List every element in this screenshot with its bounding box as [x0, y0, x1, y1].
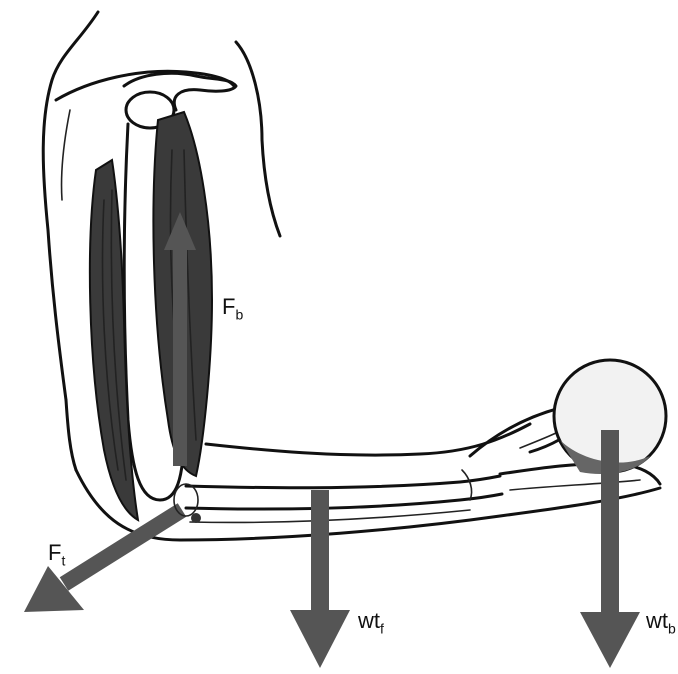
forearm-weight-label: wtf	[358, 608, 384, 636]
forearm-bones	[186, 476, 502, 523]
triceps-force-label: Ft	[48, 540, 65, 568]
biceps-force-label: Fb	[222, 294, 243, 322]
forearm-weight-arrow	[290, 490, 350, 668]
ball-weight-label: wtb	[646, 608, 678, 636]
